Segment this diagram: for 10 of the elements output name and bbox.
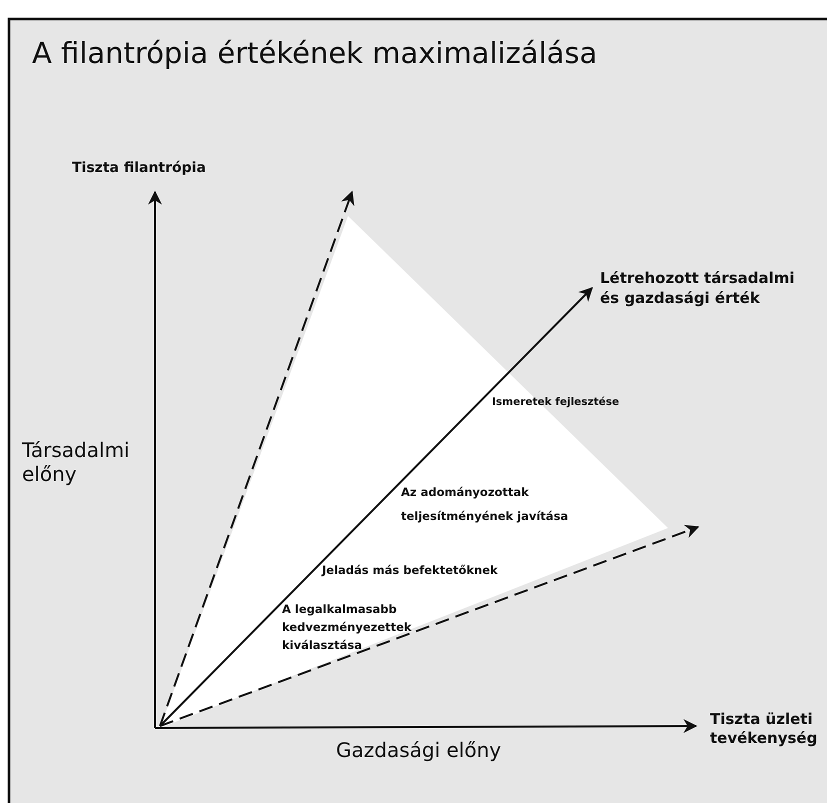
axis-title: Gazdasági előny — [336, 738, 502, 762]
step-label: Jeladás más befektetőknek — [322, 563, 498, 577]
axis-label: Tiszta üzleti tevékenység — [710, 710, 818, 748]
step-label: Ismeretek fejlesztése — [492, 396, 620, 408]
step-label: A legalkalmasabb kedvezményezettek kiválasztása — [282, 601, 413, 654]
axis-title: Társadalmi előny — [22, 438, 131, 486]
axis-label: Létrehozott társadalmi és gazdasági érték — [600, 268, 796, 308]
step-label: Az adományozottak teljesítményének javítása — [401, 484, 570, 525]
title: A filantrópia értékének maximalizálása — [32, 36, 598, 70]
axis-label: Tiszta filantrópia — [72, 160, 206, 176]
